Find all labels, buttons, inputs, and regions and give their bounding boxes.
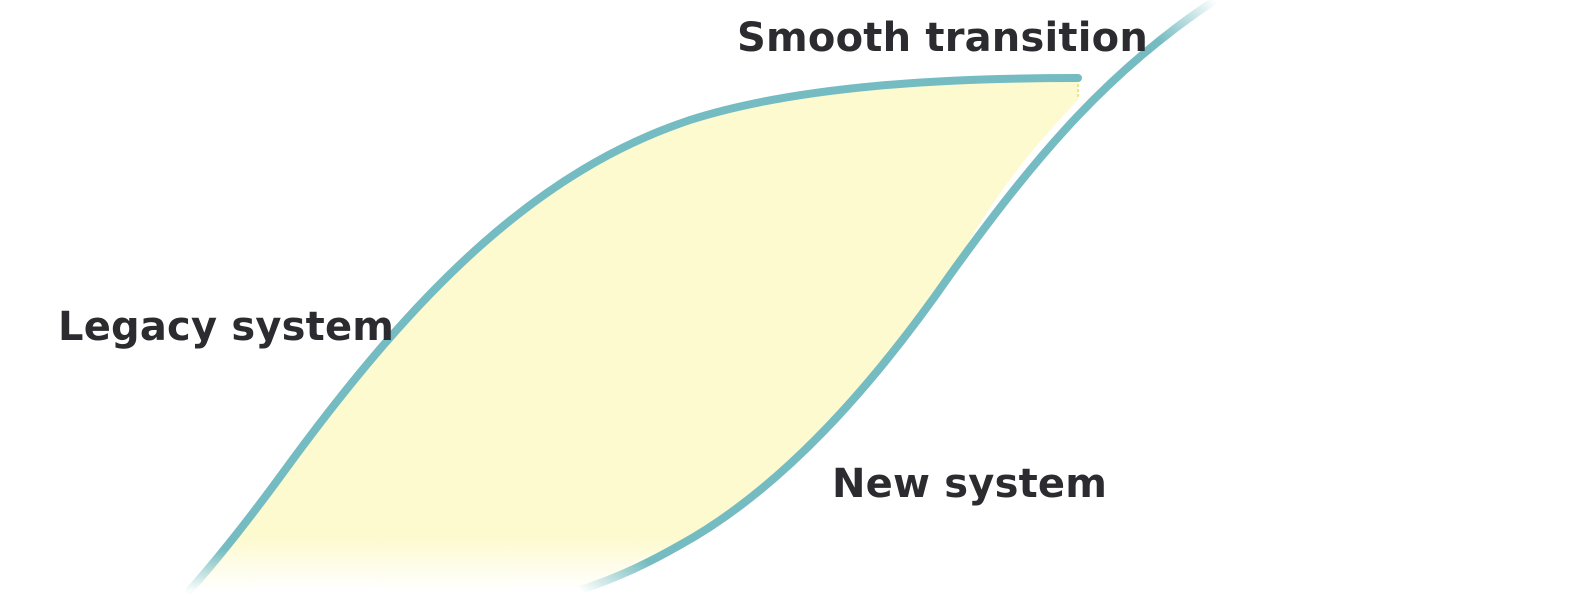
new-system-label: New system	[832, 461, 1108, 507]
smooth-transition-label: Smooth transition	[737, 15, 1148, 61]
legacy-system-curve	[186, 74, 1082, 594]
transition-area	[190, 78, 1078, 590]
new-system-curve	[576, 0, 1219, 594]
legacy-system-label: Legacy system	[58, 304, 395, 350]
